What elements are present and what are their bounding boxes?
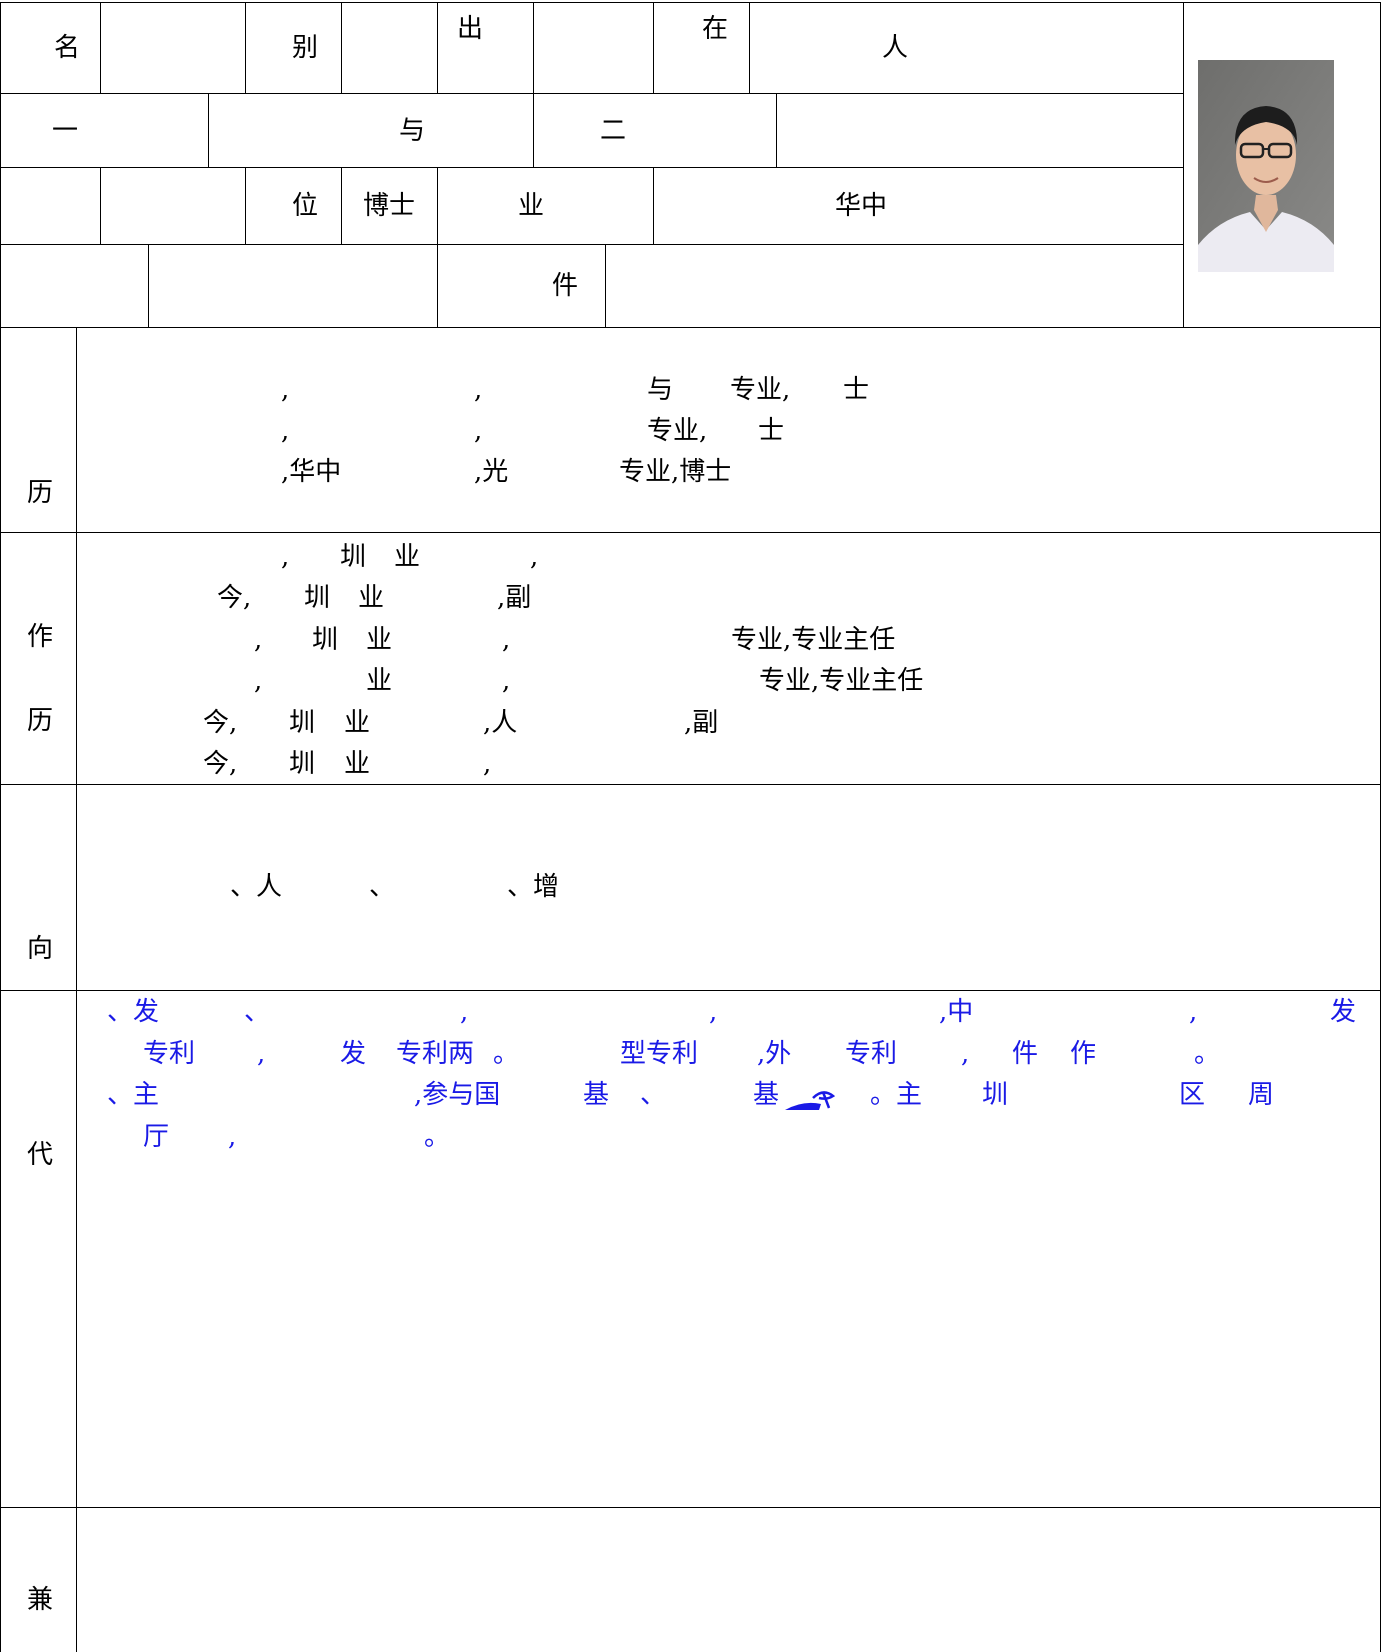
ach-line1-part: 发 — [1330, 997, 1357, 1027]
ach-line3-part: 基 — [583, 1080, 610, 1110]
degree-label: 位 — [292, 191, 319, 221]
work-line5-part: ,人 — [483, 708, 518, 738]
work-line5-part: 今, — [203, 708, 238, 738]
ach-line2-part: 发 — [340, 1039, 367, 1069]
ach-line4-part: , — [228, 1122, 237, 1152]
edu-line1-part: 士 — [843, 375, 870, 405]
portrait-photo — [1198, 60, 1334, 272]
ach-line3-part: 、 — [640, 1080, 667, 1110]
ach-line4-part: 。 — [424, 1122, 451, 1152]
ach-line4-part: 厅 — [143, 1122, 170, 1152]
ach-line1-part: ,中 — [939, 997, 974, 1027]
gender-label: 别 — [292, 33, 319, 63]
ach-line2-part: ,外 — [757, 1039, 792, 1069]
degree-value: 博士 — [363, 191, 416, 221]
ach-line1-part: , — [709, 997, 718, 1027]
edu-line1-part: 与 — [647, 375, 674, 405]
edu-line3-part: 专业,博士 — [619, 457, 732, 487]
location-label: 在 — [702, 14, 729, 44]
ach-line2-part: 专利两 — [396, 1039, 475, 1069]
ach-line1-part: , — [460, 997, 469, 1027]
ach-line2-part: 。 — [1194, 1039, 1221, 1069]
second-label: 二 — [600, 116, 627, 146]
work-line2-part: ,副 — [497, 583, 532, 613]
edu-line2-part: , — [281, 416, 290, 446]
ach-line2-part: 。 — [493, 1039, 520, 1069]
work-line1-part: 业 — [394, 542, 421, 572]
work-line3-part: 专业,专业主任 — [731, 625, 896, 655]
work-line2-part: 圳 — [304, 583, 331, 613]
edu-line3-part: ,华中 — [281, 457, 342, 487]
work-line2-part: 业 — [358, 583, 385, 613]
work-line5-part: 圳 — [289, 708, 316, 738]
ach-line2-part: , — [257, 1039, 266, 1069]
work-line2-part: 今, — [217, 583, 252, 613]
edu-line1-part: 专业, — [730, 375, 791, 405]
school-value: 华中 — [835, 191, 888, 221]
work-line4-part: 业 — [366, 666, 393, 696]
work-line5-part: 业 — [344, 708, 371, 738]
research-part: 、 — [369, 872, 396, 902]
work-label-top: 作 — [27, 622, 54, 652]
research-label: 向 — [27, 934, 54, 964]
name-label: 名 — [54, 33, 81, 63]
work-line6-part: , — [483, 749, 492, 779]
research-part: 、人 — [230, 872, 283, 902]
work-line3-part: , — [254, 625, 263, 655]
ach-line2-part: , — [961, 1039, 970, 1069]
work-line1-part: , — [281, 542, 290, 572]
ach-line2-part: 作 — [1070, 1039, 1097, 1069]
document-label: 件 — [552, 271, 579, 301]
education-label: 历 — [27, 478, 54, 508]
work-line4-part: , — [502, 666, 511, 696]
ach-line2-part: 型专利 — [620, 1039, 699, 1069]
work-line4-part: , — [254, 666, 263, 696]
ach-line1-part: 、 — [244, 997, 271, 1027]
edu-line2-part: 专业, — [647, 416, 708, 446]
edu-line3-part: ,光 — [474, 457, 509, 487]
ach-line3-part: 。主 — [870, 1080, 923, 1110]
work-line5-part: ,副 — [684, 708, 719, 738]
and-text: 与 — [399, 116, 426, 146]
achievements-label: 代 — [27, 1140, 54, 1170]
major-label: 业 — [518, 191, 545, 221]
ach-line2-part: 专利 — [143, 1039, 196, 1069]
work-line3-part: 圳 — [312, 625, 339, 655]
work-line1-part: 圳 — [340, 542, 367, 572]
work-line6-part: 业 — [344, 749, 371, 779]
edu-line1-part: , — [474, 375, 483, 405]
ach-line3-part: 周 — [1248, 1080, 1275, 1110]
edu-line1-part: , — [281, 375, 290, 405]
work-line1-part: , — [530, 542, 539, 572]
research-part: 、增 — [507, 872, 560, 902]
person-text: 人 — [882, 33, 909, 63]
first-label: 一 — [52, 116, 79, 146]
ach-line3-part: 圳 — [982, 1080, 1009, 1110]
birth-label: 出 — [457, 14, 484, 44]
edu-line2-part: , — [474, 416, 483, 446]
work-line3-part: , — [502, 625, 511, 655]
ach-line3-part: 区 — [1179, 1080, 1206, 1110]
parttime-label: 兼 — [27, 1585, 54, 1615]
edu-line2-part: 士 — [758, 416, 785, 446]
work-line6-part: 今, — [203, 749, 238, 779]
ach-line3-part: ,参与国 — [414, 1080, 501, 1110]
ach-line3-part: 基 — [753, 1080, 780, 1110]
work-line4-part: 专业,专业主任 — [759, 666, 924, 696]
ach-line1-part: 、发 — [107, 997, 160, 1027]
work-line3-part: 业 — [366, 625, 393, 655]
work-label-bottom: 历 — [27, 706, 54, 736]
ach-line2-part: 件 — [1012, 1039, 1039, 1069]
handwritten-mark-icon — [785, 1091, 836, 1110]
ach-line1-part: , — [1189, 997, 1198, 1027]
work-line6-part: 圳 — [289, 749, 316, 779]
ach-line2-part: 专利 — [845, 1039, 898, 1069]
ach-line3-part: 、主 — [107, 1080, 160, 1110]
